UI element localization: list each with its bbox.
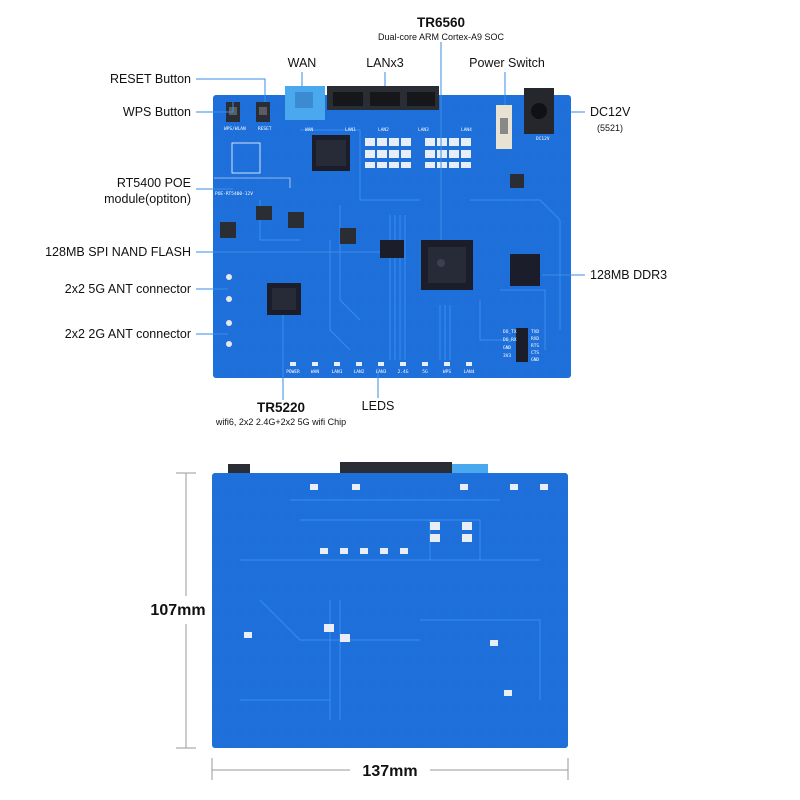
silk-uart-label: DO_RX: [503, 337, 517, 343]
silk-led-label: LAN3: [376, 369, 387, 375]
dc-callout: DC12V: [590, 105, 631, 119]
silk-led-label: LAN1: [332, 369, 343, 375]
silk-uart-right-label: GND: [531, 357, 539, 363]
silk-poe: POE-RT5400-12V: [215, 191, 253, 197]
leds-callout: LEDS: [362, 399, 395, 413]
wifi-chip-sub-callout: wifi6, 2x2 2.4G+2x2 5G wifi Chip: [215, 417, 346, 427]
silk-uart-right-label: RTS: [531, 343, 539, 349]
height-dimension: 107mm: [150, 602, 205, 619]
ddr3-chip: [510, 254, 540, 286]
power-switch-callout: Power Switch: [469, 56, 545, 70]
bottom-board: [212, 462, 568, 748]
soc-subtitle: Dual-core ARM Cortex-A9 SOC: [378, 32, 505, 42]
poe-callout-line1: RT5400 POE: [117, 176, 191, 190]
silk-uart-label: 3V3: [503, 353, 511, 359]
silk-lan2: LAN2: [378, 127, 389, 133]
silk-led-label: WAN: [311, 369, 319, 375]
lan-port-block: [327, 86, 439, 110]
silk-uart-label: GND: [503, 345, 511, 351]
poe-module-outline: [231, 142, 261, 174]
reset-callout: RESET Button: [110, 72, 191, 86]
lan-callout: LANx3: [366, 56, 404, 70]
silk-led-label: LAN4: [464, 369, 475, 375]
silk-led-label: WPS: [443, 369, 451, 375]
dimension-lines: [176, 472, 569, 780]
antenna-connectors: [226, 274, 232, 347]
wan-callout: WAN: [288, 56, 317, 70]
led-row: [290, 362, 472, 366]
ddr-callout: 128MB DDR3: [590, 268, 667, 282]
silk-reset: RESET: [258, 126, 272, 132]
width-dimension: 137mm: [362, 763, 417, 780]
silk-uart-right-label: CTS: [531, 350, 539, 356]
silk-lan4: LAN4: [461, 127, 472, 133]
uart-header: [516, 328, 528, 362]
ant5g-callout: 2x2 5G ANT connector: [65, 282, 191, 296]
lan-magnetics: [365, 138, 471, 168]
silk-wps: WPS/WLAN: [224, 126, 246, 132]
dc-sub-callout: (5521): [597, 123, 623, 133]
nand-callout: 128MB SPI NAND FLASH: [45, 245, 191, 259]
silk-dc12v: DC12V: [536, 136, 550, 142]
top-board: WPS/WLAN RESET WAN LAN1 LAN2 LAN3 LAN4 D…: [213, 86, 571, 378]
silk-led-label: POWER: [286, 369, 300, 375]
spi-nand-flash: [380, 240, 404, 258]
top-callouts: [196, 42, 585, 400]
silk-lan3: LAN3: [418, 127, 429, 133]
ant2g-callout: 2x2 2G ANT connector: [65, 327, 191, 341]
silk-led-label: 5G: [422, 369, 428, 375]
wps-callout: WPS Button: [123, 105, 191, 119]
silk-uart-right-label: RXD: [531, 336, 539, 342]
silk-lan1: LAN1: [345, 127, 356, 133]
wifi-chip-callout: TR5220: [257, 400, 305, 415]
soc-title: TR6560: [417, 15, 465, 30]
silk-uart-right-label: TXD: [531, 329, 539, 335]
poe-callout-line2: module(optiton): [104, 192, 191, 206]
silk-led-label: LAN2: [354, 369, 365, 375]
silk-uart-label: DO_TX: [503, 329, 517, 335]
silk-led-label: 2.4G: [398, 369, 409, 375]
silk-wan: WAN: [305, 127, 313, 133]
